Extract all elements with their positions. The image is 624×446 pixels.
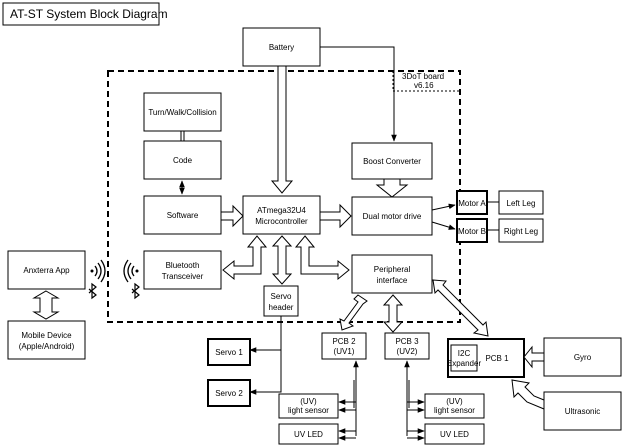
code-label: Code — [173, 156, 193, 165]
peripheral-label-line2: interface — [377, 276, 408, 285]
i2c-expander-line2: Expander — [447, 359, 482, 368]
wireless-signal-icon — [90, 259, 106, 283]
app-mobile-arrow — [32, 290, 60, 320]
diagram-title: AT-ST System Block Diagram — [10, 7, 168, 21]
boost-converter-block — [351, 142, 433, 180]
peripheral-pcb1-arrow — [432, 279, 489, 337]
motor-drive-to-motor-a-arrow — [431, 203, 456, 211]
pcb2-label-line1: PCB 2 — [332, 337, 356, 346]
mcu-servo-header-arrow — [271, 235, 293, 285]
turn-walk-collision-block — [143, 92, 222, 132]
mobile-device-line1: Mobile Device — [21, 331, 72, 340]
uv-led-2-block — [424, 423, 485, 445]
uv-light-sensor-2-line2: light sensor — [434, 406, 475, 415]
servo-header-label-line2: header — [269, 303, 294, 312]
uv-light-sensor-2-line1: (UV) — [446, 397, 463, 406]
peripheral-interface-block — [351, 254, 433, 294]
bluetooth-mcu-arrow — [222, 235, 268, 281]
servo1-block — [207, 338, 251, 366]
gyro-label: Gyro — [574, 353, 592, 362]
servo-header-to-servo2-arrow — [249, 316, 282, 395]
pcb3-label-line1: PCB 3 — [395, 337, 419, 346]
uv-light-sensor-2-block — [424, 393, 485, 419]
boost-converter-label: Boost Converter — [363, 157, 421, 166]
board-label-name: 3DoT board — [402, 72, 444, 81]
ultrasonic-to-pcb1-arrow — [511, 379, 545, 410]
anxterra-app-block — [7, 250, 86, 290]
pcb2-label-line2: (UV1) — [334, 347, 355, 356]
servo2-block — [207, 379, 251, 407]
software-to-mcu-arrow — [220, 204, 244, 228]
peripheral-pcb2-arrow — [339, 294, 368, 331]
wireless-signal-icon — [123, 259, 139, 283]
battery-to-boost-arrow — [320, 46, 397, 142]
bluetooth-transceiver-block — [143, 250, 222, 290]
uv-light-sensor-1-line2: light sensor — [288, 406, 329, 415]
ultrasonic-block — [543, 391, 622, 431]
pcb1-label: PCB 1 — [485, 354, 509, 363]
right-leg-label: Right Leg — [504, 227, 538, 236]
mobile-device-line2: (Apple/Android) — [19, 342, 75, 351]
uv-led-2-label: UV LED — [440, 430, 469, 439]
ultrasonic-label: Ultrasonic — [565, 407, 601, 416]
peripheral-pcb3-arrow — [382, 294, 404, 333]
motor-drive-to-motor-b-arrow — [431, 221, 456, 230]
bluetooth-icon — [131, 282, 140, 300]
bluetooth-label-line1: Bluetooth — [166, 261, 200, 270]
bluetooth-label-line2: Transceiver — [162, 272, 204, 281]
mcu-label-line1: ATmega32U4 — [257, 206, 306, 215]
servo2-label: Servo 2 — [215, 389, 243, 398]
board-label-version: v6.16 — [414, 81, 434, 90]
battery-to-mcu-arrow — [270, 65, 294, 194]
motor-a-label: Motor A — [458, 199, 486, 208]
mcu-label-line2: Microcontroller — [255, 217, 308, 226]
uv-light-sensor-1-block — [278, 393, 339, 419]
pcb3-label-line2: (UV2) — [397, 347, 418, 356]
i2c-expander-block — [450, 344, 478, 372]
dual-motor-drive-label: Dual motor drive — [363, 212, 422, 221]
right-leg-block — [498, 218, 544, 243]
boost-to-motor-drive-arrow — [375, 178, 409, 198]
mcu-peripheral-arrow — [294, 235, 350, 281]
left-leg-label: Left Leg — [507, 199, 536, 208]
servo1-label: Servo 1 — [215, 348, 243, 357]
software-label: Software — [167, 211, 199, 220]
dual-motor-drive-block — [351, 196, 433, 236]
servo-header-to-servo1-arrow — [249, 316, 282, 353]
gyro-to-pcb1-arrow — [523, 345, 545, 369]
bluetooth-icon — [88, 282, 97, 300]
title-box — [2, 2, 160, 26]
mobile-device-block — [7, 320, 86, 360]
left-leg-block — [498, 190, 544, 215]
gyro-block — [543, 337, 622, 377]
i2c-expander-line1: I2C — [458, 349, 471, 358]
pcb3-block — [384, 332, 430, 360]
software-block — [143, 195, 222, 235]
uv-light-sensor-1-line1: (UV) — [300, 397, 317, 406]
battery-block — [242, 27, 321, 67]
mcu-block — [242, 195, 321, 235]
servo-header-block — [263, 285, 299, 317]
uv-led-1-label: UV LED — [294, 430, 323, 439]
servo-header-label-line1: Servo — [271, 292, 292, 301]
motor-b-label: Motor B — [458, 227, 486, 236]
code-block — [143, 140, 222, 180]
turn-walk-collision-label: Turn/Walk/Collision — [148, 108, 216, 117]
battery-label: Battery — [269, 43, 294, 52]
peripheral-label-line1: Peripheral — [374, 265, 411, 274]
mcu-to-motor-drive-arrow — [319, 203, 352, 229]
turn-walk-to-code-link — [180, 130, 185, 142]
uv-led-1-block — [278, 423, 339, 445]
anxterra-app-label: Anxterra App — [23, 266, 70, 275]
pcb2-block — [321, 332, 367, 360]
